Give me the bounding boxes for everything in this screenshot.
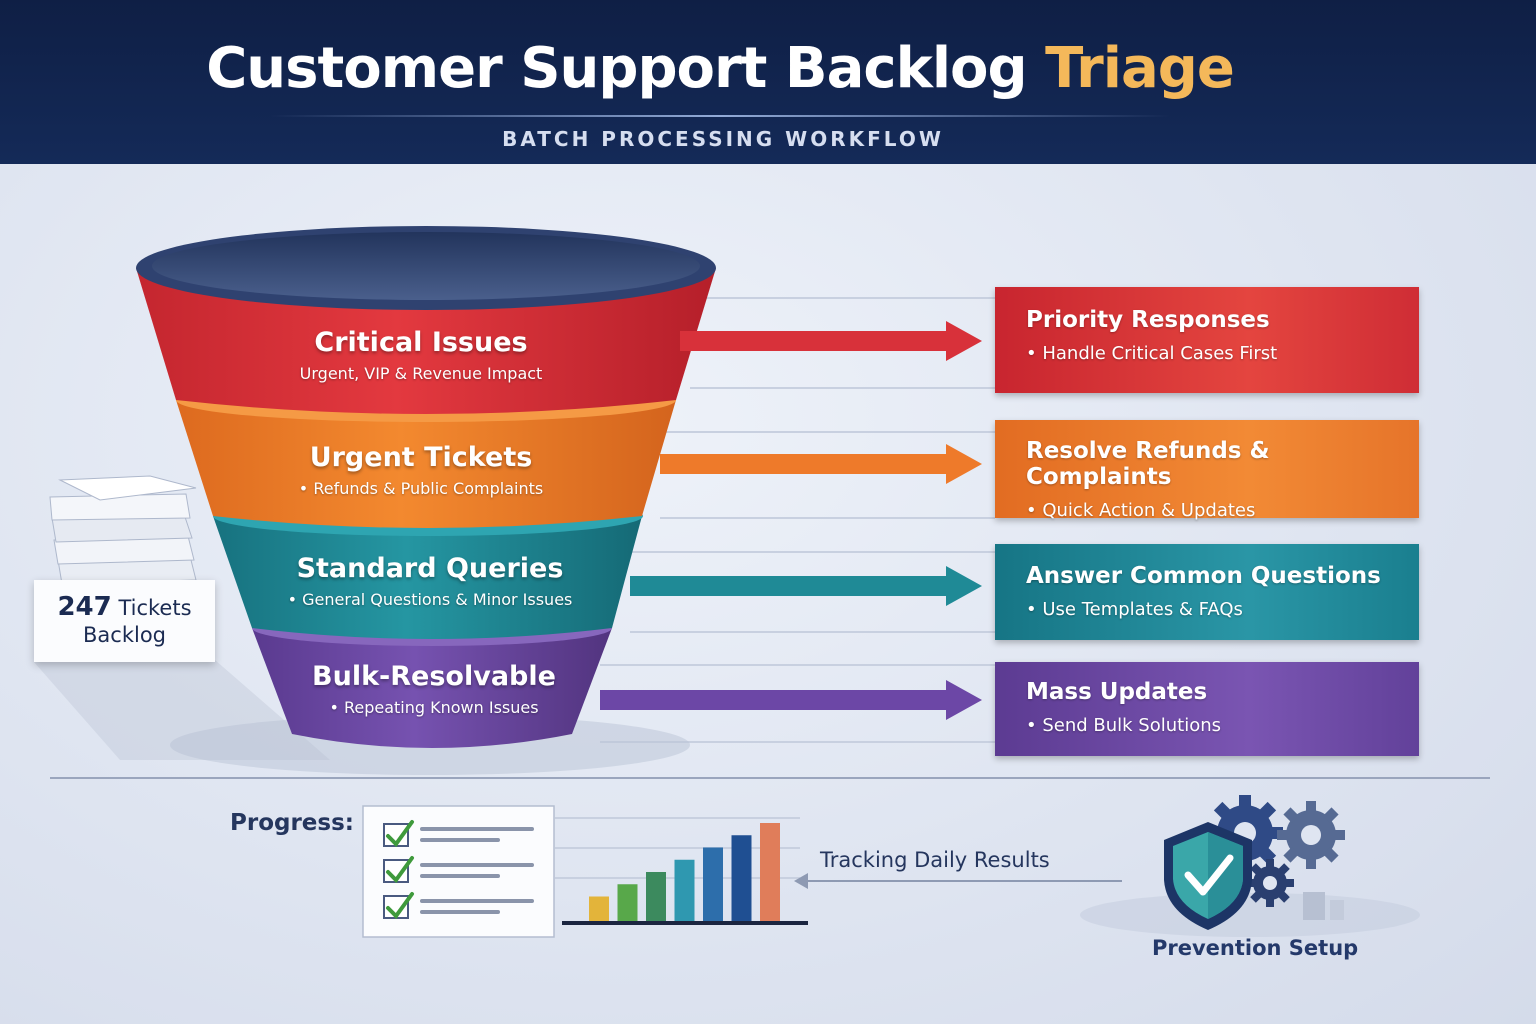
title-accent: Triage [1045,36,1235,101]
action-priority-title: Priority Responses [1026,307,1270,333]
funnel-layer-critical [136,226,716,414]
page-title: Customer Support Backlog Triage [0,36,1440,101]
action-mass-title: Mass Updates [1026,679,1208,705]
progress-bar-chart [589,823,780,921]
funnel-urgent-subtitle: • Refunds & Public Complaints [298,479,544,498]
progress-bar-2 [617,884,638,921]
prevention-glow [1080,893,1420,937]
funnel-critical-subtitle: Urgent, VIP & Revenue Impact [299,364,543,383]
backlog-count: 247 [57,592,112,622]
paper-stack-icon [49,475,197,585]
funnel-urgent-text: Urgent Tickets • Refunds & Public Compla… [226,442,616,498]
prevention-label: Prevention Setup [1152,936,1359,960]
tracking-label: Tracking Daily Results [820,848,1050,872]
action-mass-detail: • Send Bulk Solutions [1026,715,1222,736]
action-priority-detail: • Handle Critical Cases First [1026,343,1278,364]
progress-bar-4 [674,859,695,921]
funnel-standard-title: Standard Queries [296,553,564,584]
action-answer-questions: Answer Common Questions • Use Templates … [995,544,1419,640]
header-banner: Customer Support Backlog Triage BATCH PR… [0,0,1536,164]
funnel-urgent-title: Urgent Tickets [309,442,533,473]
progress-bar-6 [731,835,752,921]
backlog-shadow [34,660,330,760]
title-main: Customer Support Backlog [206,36,1027,101]
funnel-bulk-title: Bulk-Resolvable [312,661,556,692]
funnel-bulk-text: Bulk-Resolvable • Repeating Known Issues [259,661,609,717]
funnel-bulk-subtitle: • Repeating Known Issues [329,698,539,717]
progress-bar-3 [646,872,666,921]
action-refunds-title: Resolve Refunds & Complaints [1026,438,1270,490]
arrow-bulk [600,680,982,720]
action-questions-detail: • Use Templates & FAQs [1026,599,1243,620]
page-subtitle: BATCH PROCESSING WORKFLOW [502,127,944,151]
action-mass-updates: Mass Updates • Send Bulk Solutions [995,662,1419,756]
funnel-standard-subtitle: • General Questions & Minor Issues [287,590,573,609]
progress-bar-7 [760,823,780,921]
guide-lines [600,297,995,743]
backlog-unit: Tickets [118,596,192,620]
action-refunds-detail: • Quick Action & Updates [1026,500,1256,521]
backlog-label: Backlog [83,623,166,647]
funnel-critical-title: Critical Issues [314,327,528,358]
arrow-standard [630,566,982,606]
arrow-urgent [660,444,982,484]
title-divider [270,115,1170,117]
action-questions-title: Answer Common Questions [1026,563,1381,589]
tracking-arrow [794,873,1122,889]
action-priority-responses: Priority Responses • Handle Critical Cas… [995,287,1419,393]
progress-bar-5 [703,847,723,921]
backlog-card: 247 Tickets Backlog [34,580,215,662]
action-resolve-refunds: Resolve Refunds & Complaints • Quick Act… [995,420,1419,521]
progress-label: Progress: [230,810,354,836]
funnel-critical-text: Critical Issues Urgent, VIP & Revenue Im… [226,327,616,383]
progress-bar-1 [589,896,609,921]
checklist-icon [362,805,555,938]
funnel-standard-text: Standard Queries • General Questions & M… [230,553,630,609]
shield-check-icon [1164,822,1252,930]
arrow-critical [680,321,982,361]
